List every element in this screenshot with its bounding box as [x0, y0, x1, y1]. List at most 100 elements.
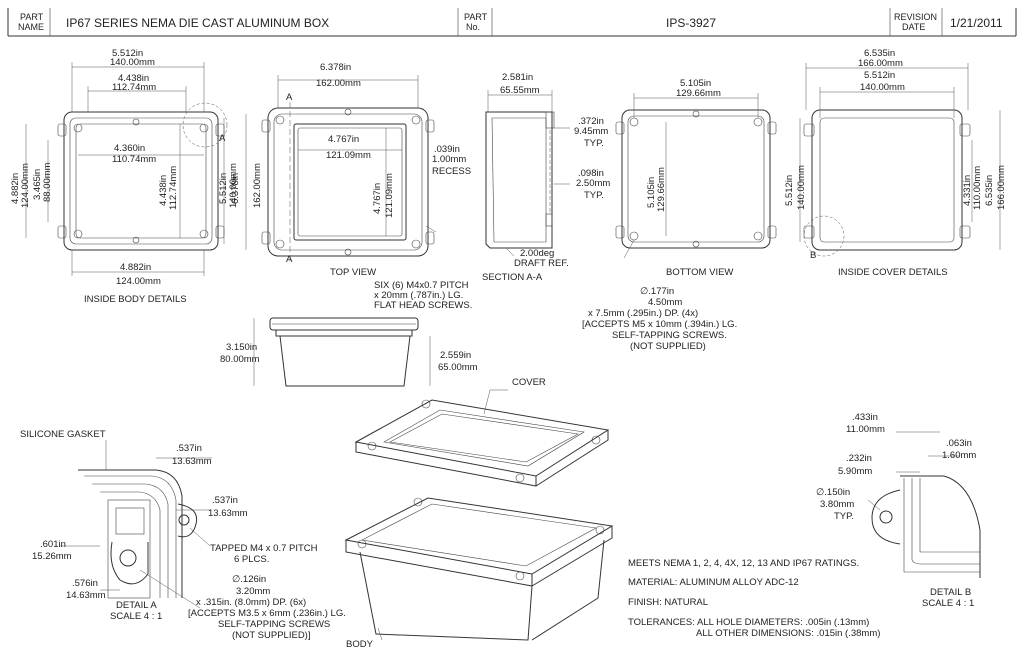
section-dim-3-mm: 2.50mm — [576, 178, 610, 189]
detail-b-dim-1-mm: 11.00mm — [846, 424, 885, 435]
revision-label-1: REVISION — [894, 12, 937, 22]
detail-a-dim-1-in: .537in — [176, 443, 202, 454]
inside-body-dim-4-mm: 112.74mm — [168, 166, 179, 210]
part-name-label-2: NAME — [18, 22, 44, 32]
detail-b-dim-2-mm: 1.60mm — [942, 450, 976, 461]
detail-b-dim-2-in: .063in — [946, 438, 972, 449]
cover-dim-1-in: 6.535in — [864, 48, 895, 59]
section-dim-1-in: 2.581in — [502, 72, 533, 83]
note-ratings: MEETS NEMA 1, 2, 4, 4X, 12, 13 AND IP67 … — [628, 558, 859, 569]
detail-b-view: .433in 11.00mm .063in 1.60mm .232in 5.90… — [816, 412, 981, 609]
draft-angle-1: 2.00deg — [520, 248, 554, 259]
note-finish: FINISH: NATURAL — [628, 597, 708, 608]
inside-body-dim-8-mm: 124.00mm — [116, 276, 161, 287]
cover-dim-2-mm: 140.00mm — [860, 82, 905, 93]
top-screws-note-3: FLAT HEAD SCREWS. — [374, 300, 472, 311]
bottom-hole-4: [ACCEPTS M5 x 10mm (.394in.) LG. — [582, 319, 737, 330]
section-view: 2.581in 65.55mm .372in 9.45mm TYP. .098i… — [482, 72, 610, 283]
top-dim-4-in: 6.378in — [230, 173, 241, 204]
detail-a-dim-1-mm: 13.63mm — [172, 456, 212, 467]
bottom-dim-2-mm: 129.66mm — [656, 167, 667, 212]
inside-body-dim-3-mm: 110.74mm — [112, 154, 156, 165]
cover-dim-3-in: 5.512in — [784, 175, 795, 206]
detail-a-view: SILICONE GASKET .537in 13.63mm .537in 13… — [20, 429, 346, 641]
section-tag-top: A — [286, 92, 293, 103]
inside-body-dim-7-mm: 88.00mm — [42, 162, 53, 202]
section-view-label: SECTION A-A — [482, 272, 543, 283]
note-material: MATERIAL: ALUMINUM ALLOY ADC-12 — [628, 577, 799, 588]
top-dim-1-mm: 162.00mm — [316, 78, 361, 89]
inside-body-dim-4-in: 4.438in — [158, 175, 169, 206]
top-dim-2-in: 4.767in — [328, 134, 359, 145]
inside-body-dim-6-mm: 124.00mm — [20, 163, 31, 208]
detail-a-hole-1: ∅.126in — [232, 574, 266, 585]
inside-cover-view: 6.535in 166.00mm 5.512in 140.00mm 5.512i… — [784, 48, 1007, 278]
cover-dim-2-in: 5.512in — [864, 70, 895, 81]
detail-b-dim-3-mm: 5.90mm — [838, 466, 872, 477]
detail-a-hole-2: 3.20mm — [236, 586, 270, 597]
inside-body-view: 5.512in 140.00mm 4.438in 112.74mm 4.360i… — [10, 48, 239, 305]
bottom-dim-1-mm: 129.66mm — [676, 88, 721, 99]
detail-a-dim-2-in: .537in — [212, 495, 238, 506]
bottom-hole-1: ∅.177in — [640, 286, 674, 297]
cover-dim-4-mm: 110.00mm — [972, 166, 983, 210]
inside-body-dim-2-mm: 112.74mm — [112, 82, 156, 93]
detail-a-hole-6: (NOT SUPPLIED)] — [232, 630, 310, 641]
detail-a-tap-1: TAPPED M4 x 0.7 PITCH — [210, 543, 318, 554]
part-number: IPS-3927 — [666, 16, 716, 30]
bottom-hole-6: (NOT SUPPLIED) — [630, 341, 706, 352]
section-dim-3-note: TYP. — [584, 190, 604, 201]
bottom-hole-5: SELF-TAPPING SCREWS. — [612, 330, 727, 341]
side-dim-2-mm: 65.00mm — [438, 362, 478, 373]
detail-a-dim-4-mm: 14.63mm — [66, 590, 106, 601]
inside-body-dim-1-in: 5.512in — [112, 48, 143, 59]
cover-dim-5-in: 6.535in — [984, 175, 995, 206]
part-no-label-2: No. — [466, 22, 480, 32]
detail-b-scale: SCALE 4 : 1 — [922, 598, 974, 609]
inside-body-dim-2-in: 4.438in — [118, 73, 149, 84]
detail-a-hole-4: [ACCEPTS M3.5 x 6mm (.236in.) LG. — [188, 608, 346, 619]
note-tolerance-1: TOLERANCES: ALL HOLE DIAMETERS: .005in (… — [628, 617, 869, 628]
top-view: 6.378in 162.00mm 4.767in 121.09mm 4.767i… — [230, 62, 472, 311]
detail-b-dim-1-in: .433in — [852, 412, 878, 423]
detail-a-hole-3: x .315in. (8.0mm) DP. (6x) — [196, 597, 306, 608]
body-label: BODY — [346, 639, 374, 650]
detail-b-hole-in: ∅.150in — [816, 487, 850, 498]
section-dim-1-mm: 65.55mm — [500, 85, 540, 96]
detail-a-label: DETAIL A — [116, 600, 157, 611]
top-dim-3-mm: 121.09mm — [384, 173, 395, 218]
side-dim-1-in: 3.150in — [226, 342, 257, 353]
bottom-dim-1-in: 5.105in — [680, 78, 711, 89]
part-name-label-1: PART — [20, 12, 44, 22]
top-dim-1-in: 6.378in — [320, 62, 351, 73]
section-dim-2-mm: 9.45mm — [574, 126, 608, 137]
inside-body-label: INSIDE BODY DETAILS — [84, 294, 187, 305]
bottom-dim-2-in: 5.105in — [646, 177, 657, 208]
detail-b-hole-mm: 3.80mm — [820, 499, 854, 510]
draft-angle-2: DRAFT REF. — [514, 258, 569, 269]
inside-body-dim-7-in: 3.465in — [32, 169, 43, 200]
bottom-view: 5.105in 129.66mm 5.105in 129.66mm BOTTOM… — [582, 78, 777, 352]
top-dim-2-mm: 121.09mm — [326, 150, 371, 161]
general-notes: MEETS NEMA 1, 2, 4, 4X, 12, 13 AND IP67 … — [628, 558, 880, 639]
cover-dim-5-mm: 166.00mm — [996, 165, 1007, 210]
top-dim-3-in: 4.767in — [372, 183, 383, 214]
silicone-gasket-label: SILICONE GASKET — [20, 429, 106, 440]
inside-body-dim-5-mm: 140.00mm — [228, 163, 239, 208]
cover-dim-1-mm: 166.00mm — [858, 58, 903, 69]
detail-a-dim-4-in: .576in — [72, 578, 98, 589]
detail-a-hole-5: SELF-TAPPING SCREWS — [218, 619, 330, 630]
bottom-view-label: BOTTOM VIEW — [666, 267, 733, 278]
section-dim-2-note: TYP. — [584, 138, 604, 149]
top-screws-note-2: x 20mm (.787in.) LG. — [374, 290, 463, 301]
detail-a-tap-2: 6 PLCS. — [234, 554, 269, 565]
detail-b-dim-3-in: .232in — [846, 453, 872, 464]
detail-b-hole-note: TYP. — [834, 511, 854, 522]
detail-a-dim-3-mm: 15.26mm — [32, 551, 72, 562]
inside-cover-label: INSIDE COVER DETAILS — [838, 267, 948, 278]
revision-date: 1/21/2011 — [950, 16, 1003, 30]
side-dim-2-in: 2.559in — [440, 350, 471, 361]
detail-b-label: DETAIL B — [930, 587, 971, 598]
top-screws-note-1: SIX (6) M4x0.7 PITCH — [374, 280, 469, 291]
side-dim-1-mm: 80.00mm — [220, 354, 260, 365]
